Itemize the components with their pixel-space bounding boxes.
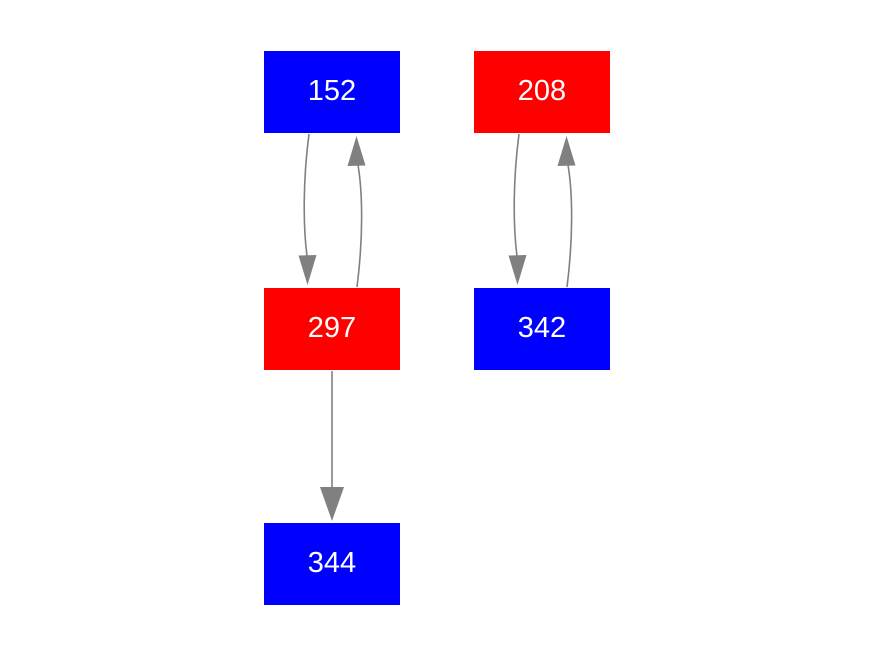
node-label: 297 bbox=[307, 311, 357, 344]
node-label: 208 bbox=[517, 74, 567, 107]
arrowhead-icon bbox=[320, 487, 344, 521]
graph-node-297[interactable]: 297 bbox=[264, 288, 400, 370]
graph-node-208[interactable]: 208 bbox=[474, 51, 610, 133]
edge-297-to-344 bbox=[320, 371, 344, 521]
graph-node-344[interactable]: 344 bbox=[264, 523, 400, 605]
graph-node-342[interactable]: 342 bbox=[474, 288, 610, 370]
arrowhead-icon bbox=[347, 136, 366, 166]
node-label: 342 bbox=[517, 311, 567, 344]
edge-297-to-152 bbox=[347, 136, 366, 288]
arrowhead-icon bbox=[557, 136, 576, 166]
edge-208-to-342 bbox=[508, 133, 527, 285]
arrowhead-icon bbox=[508, 255, 527, 285]
node-label: 152 bbox=[307, 74, 357, 107]
arrowhead-icon bbox=[298, 255, 317, 285]
graph-node-152[interactable]: 152 bbox=[264, 51, 400, 133]
edge-342-to-208 bbox=[557, 136, 576, 288]
edge-152-to-297 bbox=[298, 133, 317, 285]
node-label: 344 bbox=[307, 546, 357, 579]
